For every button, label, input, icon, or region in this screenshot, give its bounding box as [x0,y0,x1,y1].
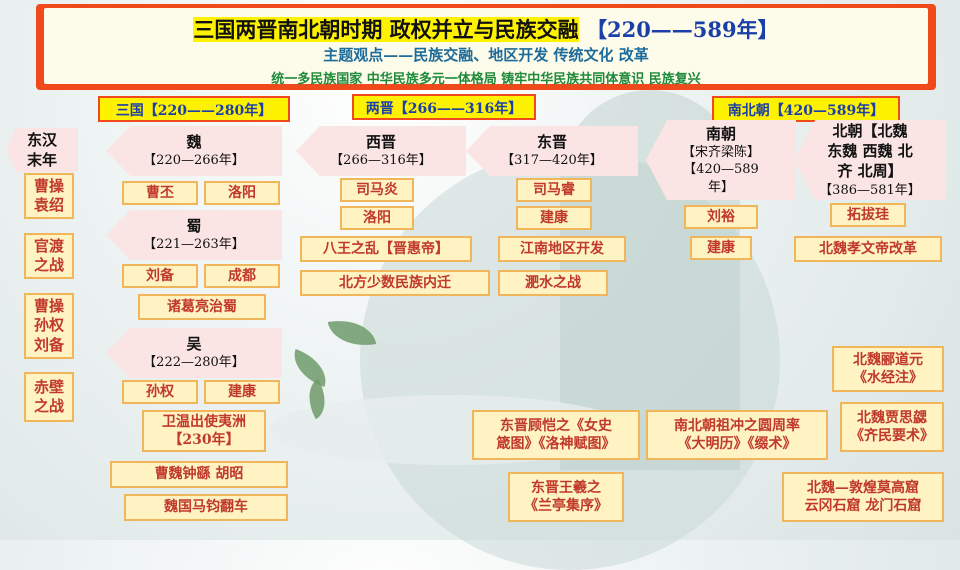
wang-xizhi-box: 东晋王羲之《兰亭集序》 [508,472,624,522]
nanchao-arrow: 南朝 【宋齐梁陈】 【420—589 年】 [646,120,796,200]
page-title: 三国两晋南北朝时期 政权并立与民族交融 【220——589年】 [44,14,928,44]
wei-founder: 曹丕 [122,181,198,205]
donghan-arrow: 东汉 末年 [6,128,78,172]
era-sanguo: 三国【220——280年】 [98,96,290,122]
era-liangjin: 两晋【266——316年】 [352,94,536,120]
era-nanbeichao: 南北朝【420—589年】 [712,96,900,122]
cao-yuan-box: 曹操袁绍 [24,173,74,219]
shu-capital: 成都 [204,264,280,288]
zhuge-liang-box: 诸葛亮治蜀 [138,294,266,320]
leaf-decoration [286,348,334,388]
grottoes-box: 北魏—敦煌莫高窟云冈石窟 龙门石窟 [782,472,944,522]
weiwen-taiwan-box: 卫温出使夷洲【230年】 [142,410,266,452]
beichao-founder: 拓拔珪 [830,203,906,227]
concept-line: 统一多民族国家 中华民族多元一体格局 铸牢中华民族共同体意识 民族复兴 [271,72,701,87]
dongjin-founder: 司马睿 [516,178,592,202]
three-leaders-box: 曹操孙权刘备 [24,293,74,359]
wu-founder: 孙权 [122,380,198,404]
wu-capital: 建康 [204,380,280,404]
xijin-capital: 洛阳 [340,206,414,230]
dongjin-arrow: 东晋【317—420年】 [466,126,638,176]
beichao-arrow: 北朝【北魏 东魏 西魏 北 齐 北周】 【386—581年】 [794,120,946,200]
dongjin-capital: 建康 [516,206,592,230]
gu-kaizhi-box: 东晋顾恺之《女史箴图》《洛神赋图》 [472,410,640,460]
title-years: 【220——589年】 [585,17,779,42]
xiaowen-reform-box: 北魏孝文帝改革 [794,236,942,262]
bawang-box: 八王之乱【晋惠帝】 [300,236,472,262]
title-banner: 三国两晋南北朝时期 政权并立与民族交融 【220——589年】 主题观点——民族… [36,4,936,90]
chibi-battle-box: 赤壁之战 [24,372,74,422]
wei-arrow: 魏【220—266年】 [106,126,282,176]
li-daoyuan-box: 北魏郦道元《水经注》 [832,346,944,392]
xijin-arrow: 西晋【266—316年】 [296,126,466,176]
zu-chongzhi-box: 南北朝祖冲之圆周率《大明历》《缀术》 [646,410,828,460]
migration-box: 北方少数民族内迁 [300,270,490,296]
guandu-battle-box: 官渡之战 [24,233,74,279]
title-text: 三国两晋南北朝时期 政权并立与民族交融 [193,17,579,42]
jiangnan-box: 江南地区开发 [498,236,626,262]
nanchao-capital: 建康 [690,236,752,260]
jia-sixie-box: 北魏贾思勰《齐民要术》 [840,402,944,452]
wu-arrow: 吴【222—280年】 [106,328,282,378]
shu-arrow: 蜀【221—263年】 [106,210,282,260]
majun-box: 魏国马钧翻车 [124,494,288,521]
zhongyao-huzhao-box: 曹魏钟繇 胡昭 [110,461,288,488]
shu-founder: 刘备 [122,264,198,288]
theme-line: 主题观点——民族交融、地区开发 传统文化 改革 [323,46,649,64]
nanchao-founder: 刘裕 [684,205,758,229]
wei-capital: 洛阳 [204,181,280,205]
xijin-founder: 司马炎 [340,178,414,202]
feishui-box: 淝水之战 [498,270,608,296]
